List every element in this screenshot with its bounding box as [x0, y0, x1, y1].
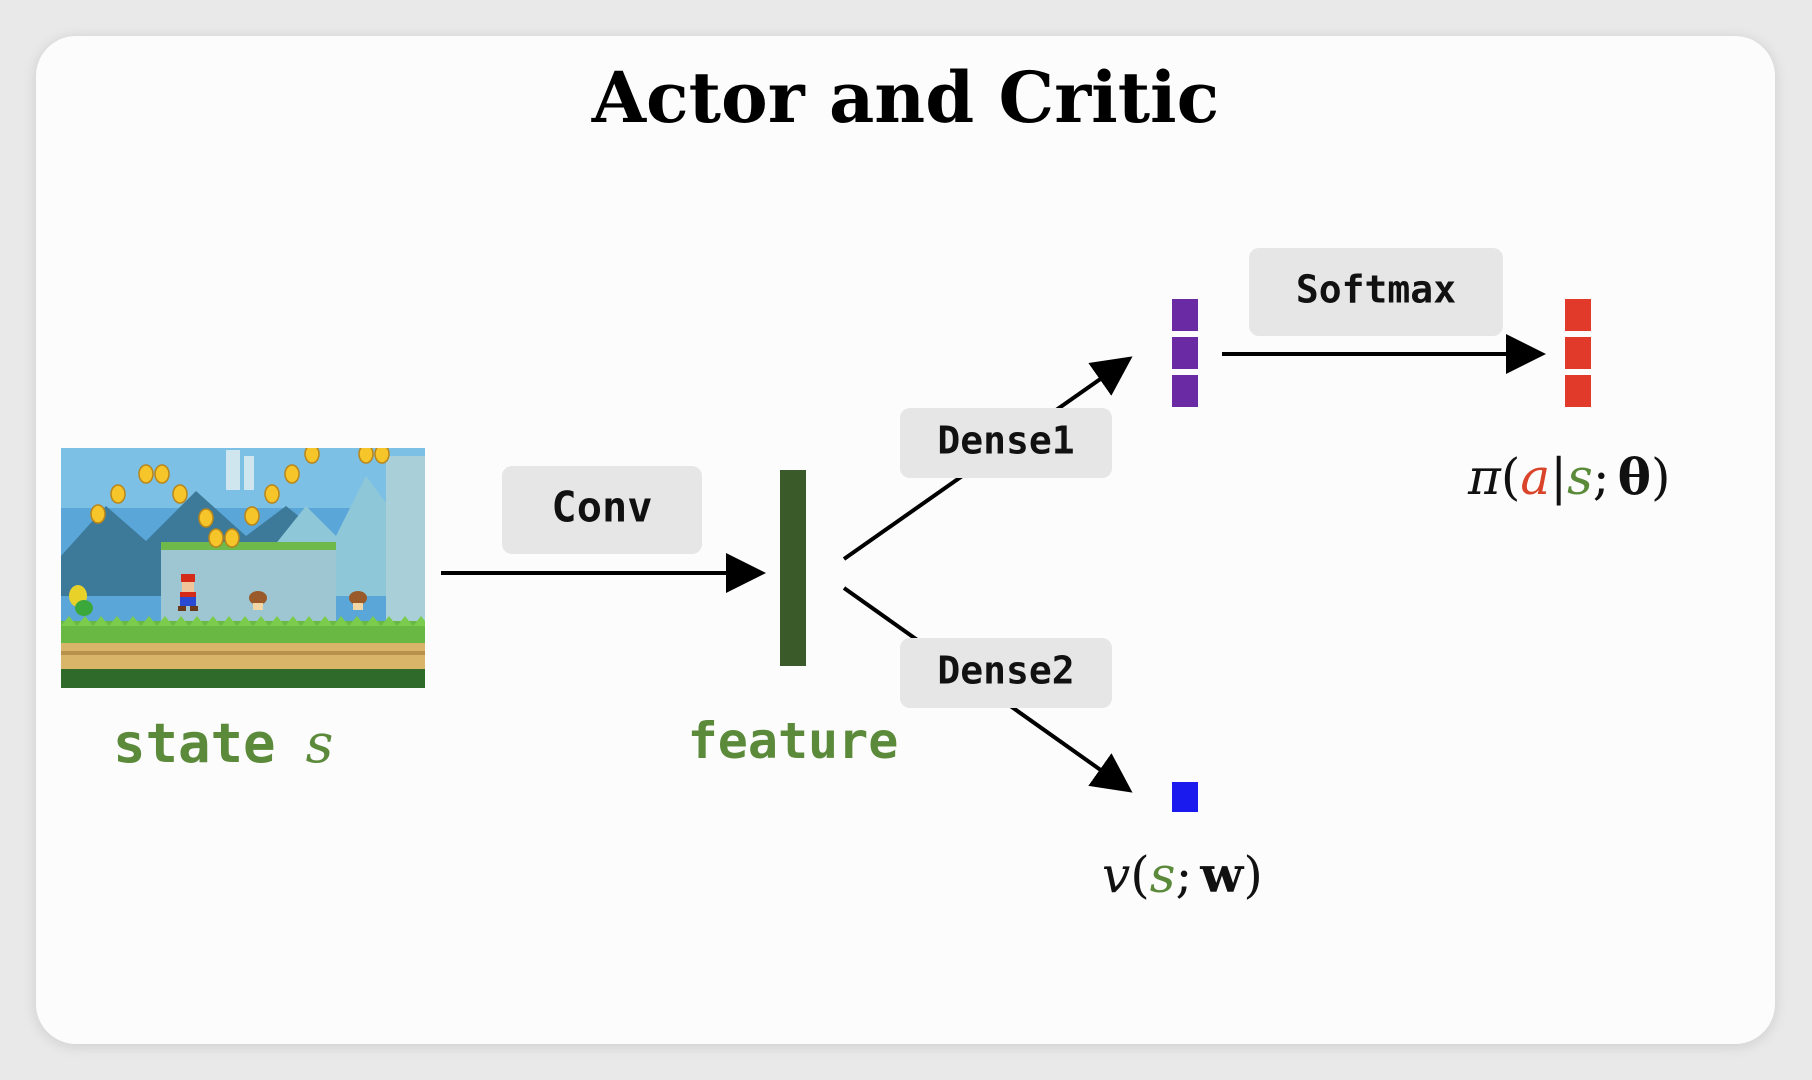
mario-icon [178, 574, 198, 611]
policy-formula: π(a|s;θ) [1467, 447, 1670, 506]
feature-bar [780, 470, 806, 666]
policy-output-vector [1565, 299, 1591, 407]
state-image [61, 448, 425, 688]
dense1-label: Dense1 [937, 419, 1074, 463]
dense1-output-cell [1172, 337, 1198, 369]
dense1-output-cell [1172, 375, 1198, 407]
softmax-label-box: Softmax [1249, 248, 1503, 336]
dense2-label-box: Dense2 [900, 638, 1112, 708]
dense1-output-vector [1172, 299, 1198, 407]
policy-output-cell [1565, 299, 1591, 331]
policy-output-cell [1565, 337, 1591, 369]
dense1-output-cell [1172, 299, 1198, 331]
value-formula: v(s;w) [1102, 845, 1263, 904]
softmax-label: Softmax [1296, 268, 1456, 312]
actor-critic-diagram: Conv Dense1 Dense2 Softmax [61, 248, 1670, 904]
dense1-label-box: Dense1 [900, 408, 1112, 478]
feature-label: feature [688, 712, 899, 770]
conv-label-box: Conv [502, 466, 702, 554]
policy-output-cell [1565, 375, 1591, 407]
dense2-label: Dense2 [937, 649, 1074, 693]
slide-card: Actor and Critic [36, 36, 1775, 1044]
value-output-cell [1172, 782, 1198, 812]
state-word: state [113, 712, 276, 775]
slide-title: Actor and Critic [591, 56, 1220, 139]
state-var: s [306, 712, 334, 775]
conv-label: Conv [551, 483, 652, 532]
